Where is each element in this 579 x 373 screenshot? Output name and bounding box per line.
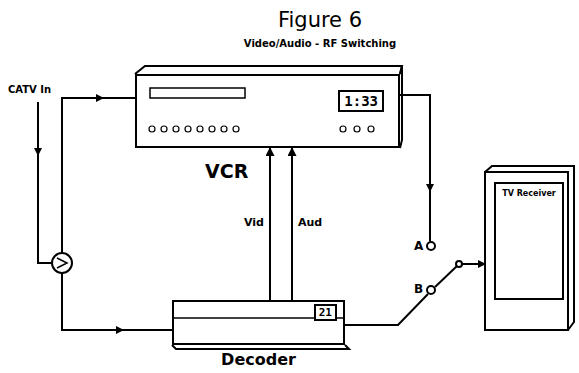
signal-label: Aud	[298, 216, 322, 229]
switch-contact	[427, 242, 435, 250]
signal-label: B	[414, 282, 423, 296]
flow-arrow	[37, 140, 39, 152]
signal-label: CATV In	[8, 84, 51, 95]
flow-arrow	[108, 329, 120, 331]
rf-out-line	[345, 294, 428, 325]
figure-title: Figure 6	[220, 8, 420, 32]
switch-contact	[427, 286, 435, 294]
signal-label: A	[414, 239, 423, 253]
switch-arm	[435, 266, 457, 287]
splitter-mark	[57, 258, 67, 268]
signal-connector	[291, 148, 293, 300]
tape-slot	[150, 88, 245, 98]
device-label: Decoder	[221, 350, 296, 369]
signal-label: Vid	[244, 216, 264, 229]
device-label: TV Receiver	[496, 189, 562, 198]
switch-pivot	[456, 261, 462, 267]
figure-caption: Video/Audio - RF Switching	[200, 38, 440, 49]
decoder-device: 21Decoder	[172, 300, 345, 345]
splitter-symbol	[52, 253, 72, 273]
rf-out-line	[400, 95, 430, 241]
clock-display: 1:33	[338, 90, 384, 112]
flow-arrow	[88, 97, 100, 99]
vcr-top	[135, 66, 402, 74]
vcr-device: 1:33VCR	[135, 74, 400, 148]
device-label: VCR	[205, 160, 248, 182]
vcr-side	[400, 66, 402, 148]
decoder-base	[172, 345, 349, 349]
catv-line	[38, 102, 52, 263]
tv-screen: TV Receiver	[494, 182, 564, 300]
feed-line	[62, 273, 172, 330]
tv-cabinet	[485, 172, 568, 330]
tv-feed-line	[462, 263, 485, 265]
flow-arrow	[429, 176, 431, 188]
channel-display: 21	[314, 304, 337, 321]
tv-cabinet-side	[485, 166, 574, 330]
feed-line	[62, 98, 135, 253]
signal-connector	[269, 148, 271, 300]
flow-arrow	[470, 263, 482, 265]
